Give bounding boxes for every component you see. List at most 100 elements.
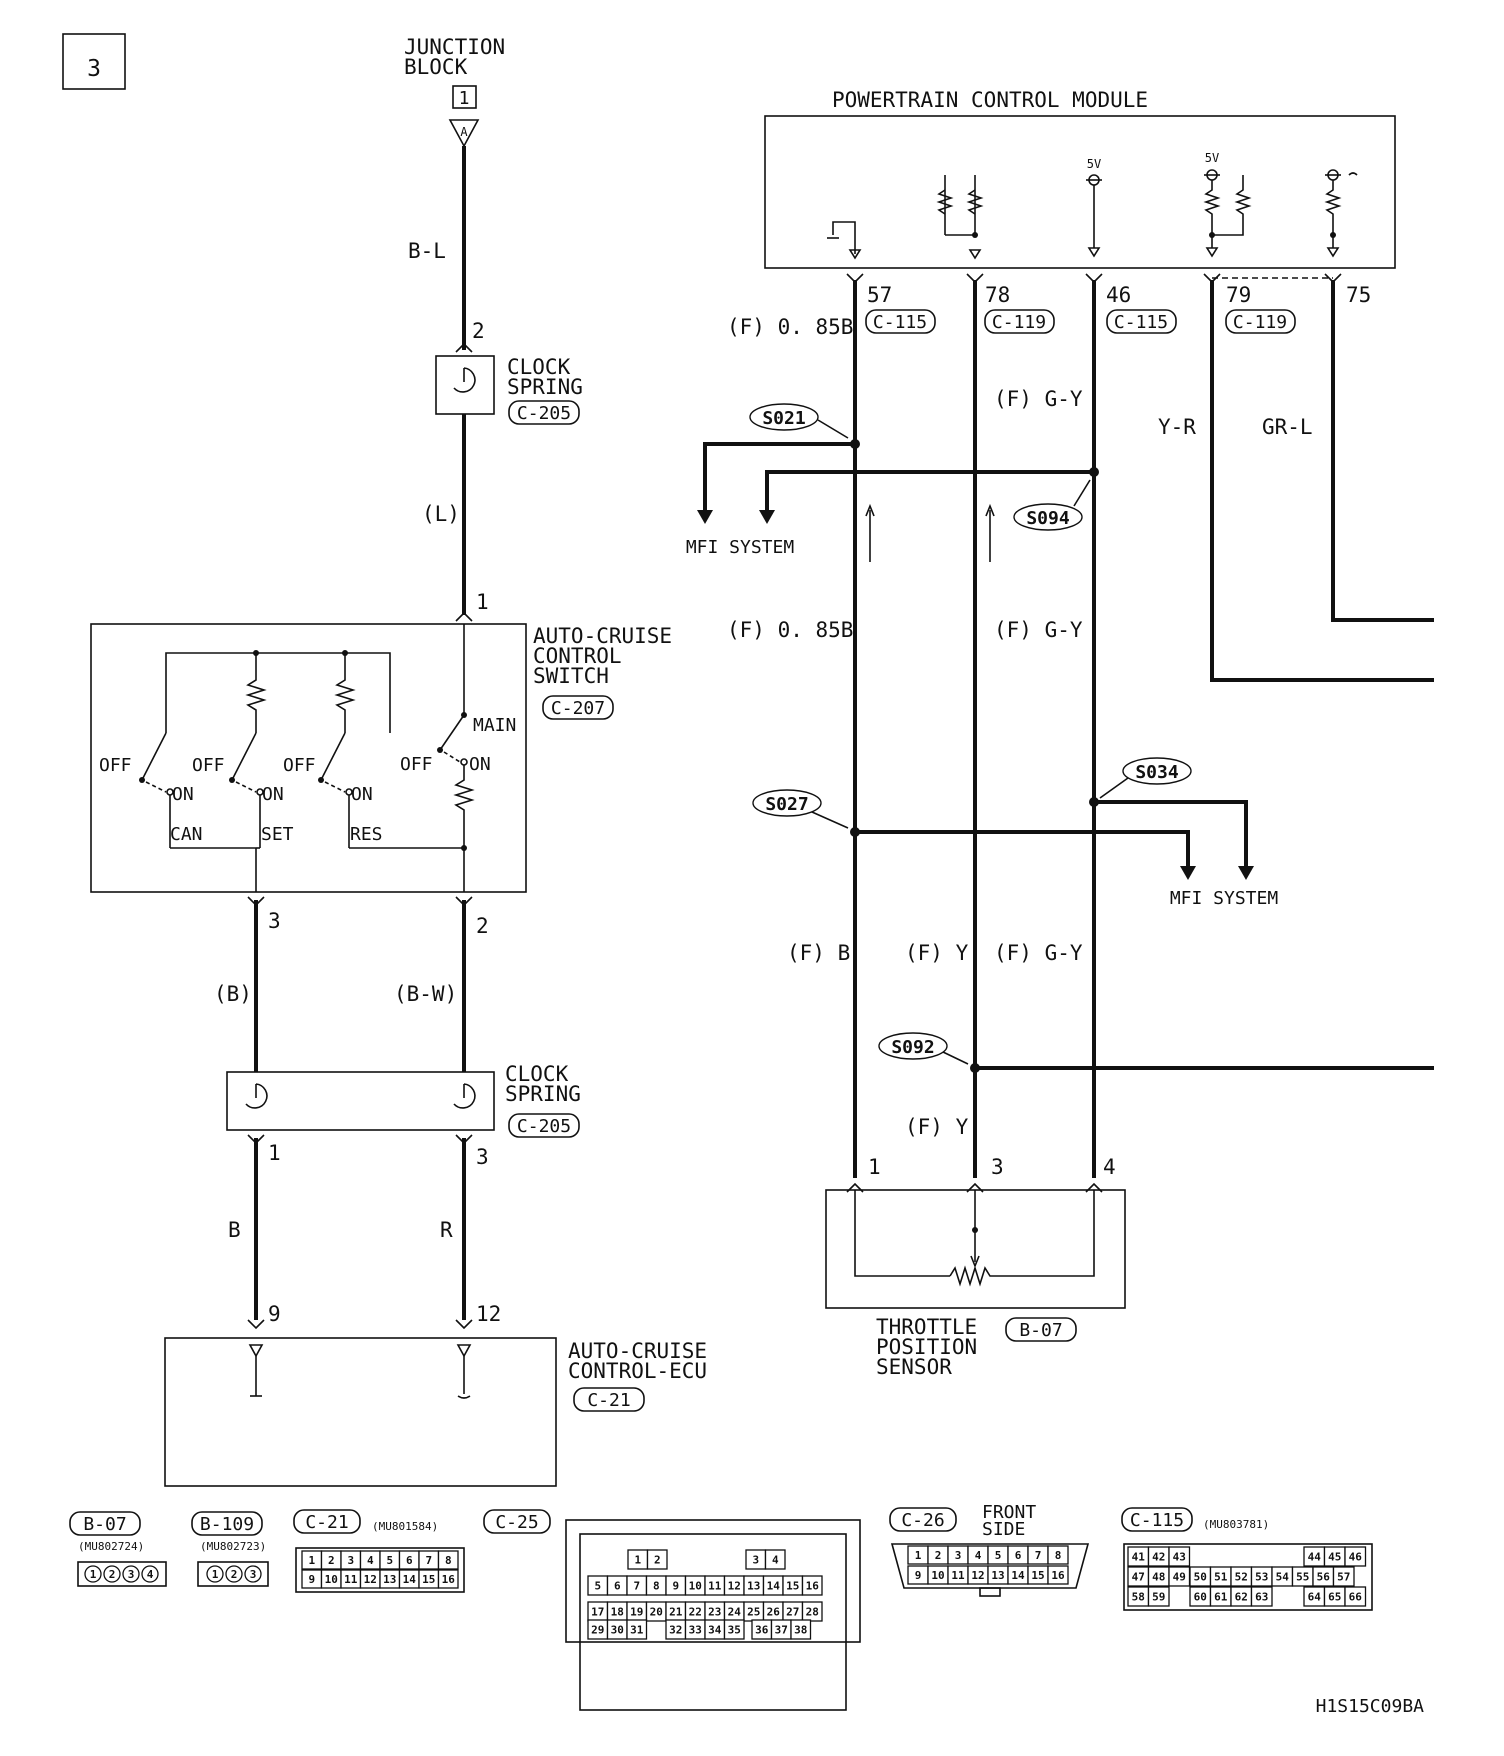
pcm-pin-46: 46 <box>1106 283 1131 307</box>
c21-pin-3-label: 3 <box>347 1554 354 1567</box>
pcm-pin-79: 79 <box>1226 283 1251 307</box>
c25-pin-36-label: 36 <box>755 1624 769 1637</box>
legend-c21-name: C-21 <box>305 1512 348 1533</box>
wire-57-mid: (F) 0. 85B <box>727 618 853 642</box>
tps-label-2: POSITION <box>876 1335 977 1359</box>
diagram-code: H1S15C09BA <box>1316 1696 1425 1717</box>
wire-b-paren: (B) <box>214 982 252 1006</box>
b07-pin-2-cell <box>103 1565 121 1583</box>
clock-spring-bottom-icon-left <box>245 1083 268 1109</box>
ecu-connector: C-21 <box>587 1390 630 1411</box>
c115-pin-43-label: 43 <box>1173 1551 1186 1564</box>
pcm-pin-79-conn: C-119 <box>1233 312 1287 333</box>
c26-pin-11-label: 11 <box>951 1569 965 1582</box>
pcm-title: POWERTRAIN CONTROL MODULE <box>832 88 1148 112</box>
c21-pin-5-label: 5 <box>386 1554 393 1567</box>
tps-label-3: SENSOR <box>876 1355 952 1379</box>
b07-pin-3-label: 3 <box>128 1568 135 1581</box>
c26-pin-6-label: 6 <box>1015 1549 1022 1562</box>
b07-pin-4-label: 4 <box>147 1568 154 1581</box>
wire-l: (L) <box>422 502 460 526</box>
c25-pin-2-cell <box>646 1549 668 1570</box>
ecu-pin-12: 12 <box>476 1302 501 1326</box>
c26-pin-5-label: 5 <box>995 1549 1002 1562</box>
c26-pin-12-label: 12 <box>971 1569 984 1582</box>
legend-b109-name: B-109 <box>200 1514 254 1535</box>
switch-pin-3: 3 <box>268 909 281 933</box>
clock-spring-bottom-pin-3: 3 <box>476 1145 489 1169</box>
c25-pin-25-label: 25 <box>747 1606 760 1619</box>
switch-connector: C-207 <box>551 698 605 719</box>
wire-46-top: (F) G-Y <box>994 387 1083 411</box>
c21-pin-14-label: 14 <box>403 1573 417 1586</box>
b07-pin-1-cell <box>84 1565 102 1583</box>
wire-57-low: (F) B <box>787 941 850 965</box>
wire-46-low: (F) G-Y <box>994 941 1083 965</box>
clock-spring-top-label-2: SPRING <box>507 375 583 399</box>
c25-pin-8-label: 8 <box>653 1580 660 1593</box>
c115-pin-50-label: 50 <box>1194 1571 1207 1584</box>
clock-spring-bottom-icon-right <box>453 1083 476 1109</box>
c115-pin-56-label: 56 <box>1317 1571 1331 1584</box>
switch-pin-2: 2 <box>476 914 489 938</box>
pcm-pin-46-conn: C-115 <box>1114 312 1168 333</box>
c25-pin-34-label: 34 <box>708 1624 722 1637</box>
c25-pin-22-label: 22 <box>689 1606 702 1619</box>
c25-pin-11-label: 11 <box>708 1580 722 1593</box>
c26-pin-14-label: 14 <box>1011 1569 1025 1582</box>
legend-c26-name: C-26 <box>901 1510 944 1531</box>
c26-pin-10-label: 10 <box>931 1569 944 1582</box>
c25-pin-20-label: 20 <box>650 1606 663 1619</box>
c21-pin-15-label: 15 <box>422 1573 435 1586</box>
c25-pin-3-label: 3 <box>752 1554 759 1567</box>
junction-terminal-label: A <box>460 125 468 139</box>
legend-c26-side-2: SIDE <box>982 1519 1025 1540</box>
wire-y-r: Y-R <box>1158 415 1196 439</box>
b07-pin-3-cell <box>122 1565 140 1583</box>
clock-spring-bottom-pin-1: 1 <box>268 1141 281 1165</box>
c115-pin-54-label: 54 <box>1276 1571 1290 1584</box>
pcm-pin-75: 75 <box>1346 283 1371 307</box>
c115-pin-65-label: 65 <box>1328 1591 1341 1604</box>
clock-spring-top-connector: C-205 <box>517 403 571 424</box>
c25-pin-1-label: 1 <box>634 1554 641 1567</box>
c21-pin-6-label: 6 <box>406 1554 413 1567</box>
pcm-5v-2: 5V <box>1205 151 1219 165</box>
set-off-label: OFF <box>192 755 225 776</box>
c115-pin-47-label: 47 <box>1132 1571 1145 1584</box>
splice-s094: S094 <box>1026 508 1070 529</box>
c25-pin-15-label: 15 <box>786 1580 799 1593</box>
b109-pin-3-label: 3 <box>250 1568 257 1581</box>
legend-c115-part: (MU803781) <box>1203 1518 1269 1531</box>
c25-pin-21-label: 21 <box>669 1606 683 1619</box>
tps-pin-1: 1 <box>868 1155 881 1179</box>
c25-pin-32-label: 32 <box>669 1624 682 1637</box>
c26-pin-8-cell <box>1047 1545 1069 1565</box>
c115-pin-55-label: 55 <box>1296 1571 1309 1584</box>
tps-pin-4: 4 <box>1103 1155 1116 1179</box>
c21-pin-10-label: 10 <box>325 1573 338 1586</box>
c115-pin-53-label: 53 <box>1255 1571 1268 1584</box>
b109-pin-2-label: 2 <box>231 1568 238 1581</box>
c115-pin-59-label: 59 <box>1152 1591 1165 1604</box>
ecu-label-2: CONTROL-ECU <box>568 1359 707 1383</box>
c21-pin-13-label: 13 <box>383 1573 396 1586</box>
clock-spring-bottom-label-2: SPRING <box>505 1082 581 1106</box>
wire-78-bottom: (F) Y <box>905 1115 969 1139</box>
c115-pin-63-label: 63 <box>1255 1591 1268 1604</box>
junction-block-number: 1 <box>459 88 470 109</box>
c25-pin-38-cell <box>790 1619 812 1640</box>
set-label: SET <box>261 824 294 845</box>
c115-pin-62-label: 62 <box>1235 1591 1248 1604</box>
can-on-label: ON <box>172 784 194 805</box>
b109-pin-1-label: 1 <box>212 1568 219 1581</box>
c21-pin-12-label: 12 <box>364 1573 377 1586</box>
legend-b109-part: (MU802723) <box>200 1540 266 1553</box>
c115-pin-41-label: 41 <box>1132 1551 1146 1564</box>
c21-pin-4-label: 4 <box>367 1554 374 1567</box>
res-on-label: ON <box>351 784 373 805</box>
c25-pin-5-label: 5 <box>594 1580 601 1593</box>
